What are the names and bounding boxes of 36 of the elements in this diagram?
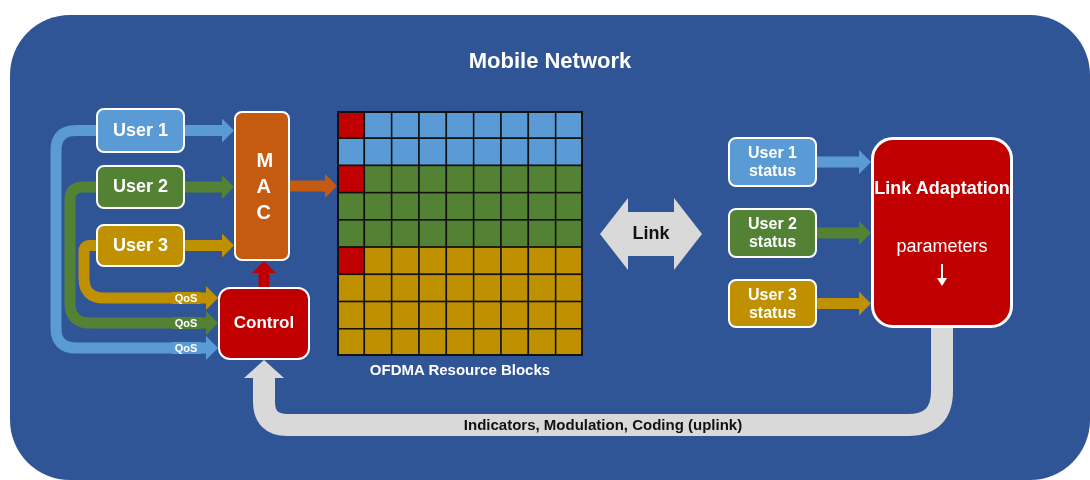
box-heading: Link Adaptation xyxy=(874,178,1010,199)
user-box xyxy=(96,165,185,209)
grid-caption: OFDMA Resource Blocks xyxy=(369,362,551,379)
edge-label: QoS xyxy=(171,316,201,330)
block-arrow xyxy=(817,221,871,245)
box-label: User 3 status xyxy=(747,285,798,322)
status-box xyxy=(728,208,817,258)
link-label: Link xyxy=(632,224,670,244)
block-arrow xyxy=(185,233,234,258)
user-box xyxy=(96,108,185,153)
status-box xyxy=(728,279,817,328)
box-label: User 1 xyxy=(112,120,168,141)
link-adaptation-box xyxy=(871,137,1013,328)
status-box xyxy=(728,137,817,187)
block-arrow xyxy=(290,174,337,198)
block-arrow xyxy=(817,150,871,174)
box-text: parameters xyxy=(896,236,988,257)
feedback-arrow xyxy=(244,328,953,436)
block-arrow xyxy=(78,240,218,310)
control-box xyxy=(218,287,310,360)
user-box xyxy=(96,224,185,267)
mac-box xyxy=(234,111,290,261)
edge-label: QoS xyxy=(171,341,201,355)
box-label: User 3 xyxy=(112,235,168,256)
box-label: Control xyxy=(233,314,295,333)
box-label: User 2 xyxy=(112,177,168,197)
box-label: User 1 status xyxy=(747,144,798,180)
block-arrow xyxy=(185,118,234,143)
network-region xyxy=(10,15,1090,480)
block-arrow xyxy=(817,291,871,316)
box-label: User 2 status xyxy=(747,215,798,251)
edge-label: QoS xyxy=(171,291,201,305)
region-title: Mobile Network xyxy=(467,49,633,74)
block-arrow xyxy=(252,261,276,287)
block-arrow xyxy=(185,175,234,199)
block-arrow xyxy=(64,181,218,335)
